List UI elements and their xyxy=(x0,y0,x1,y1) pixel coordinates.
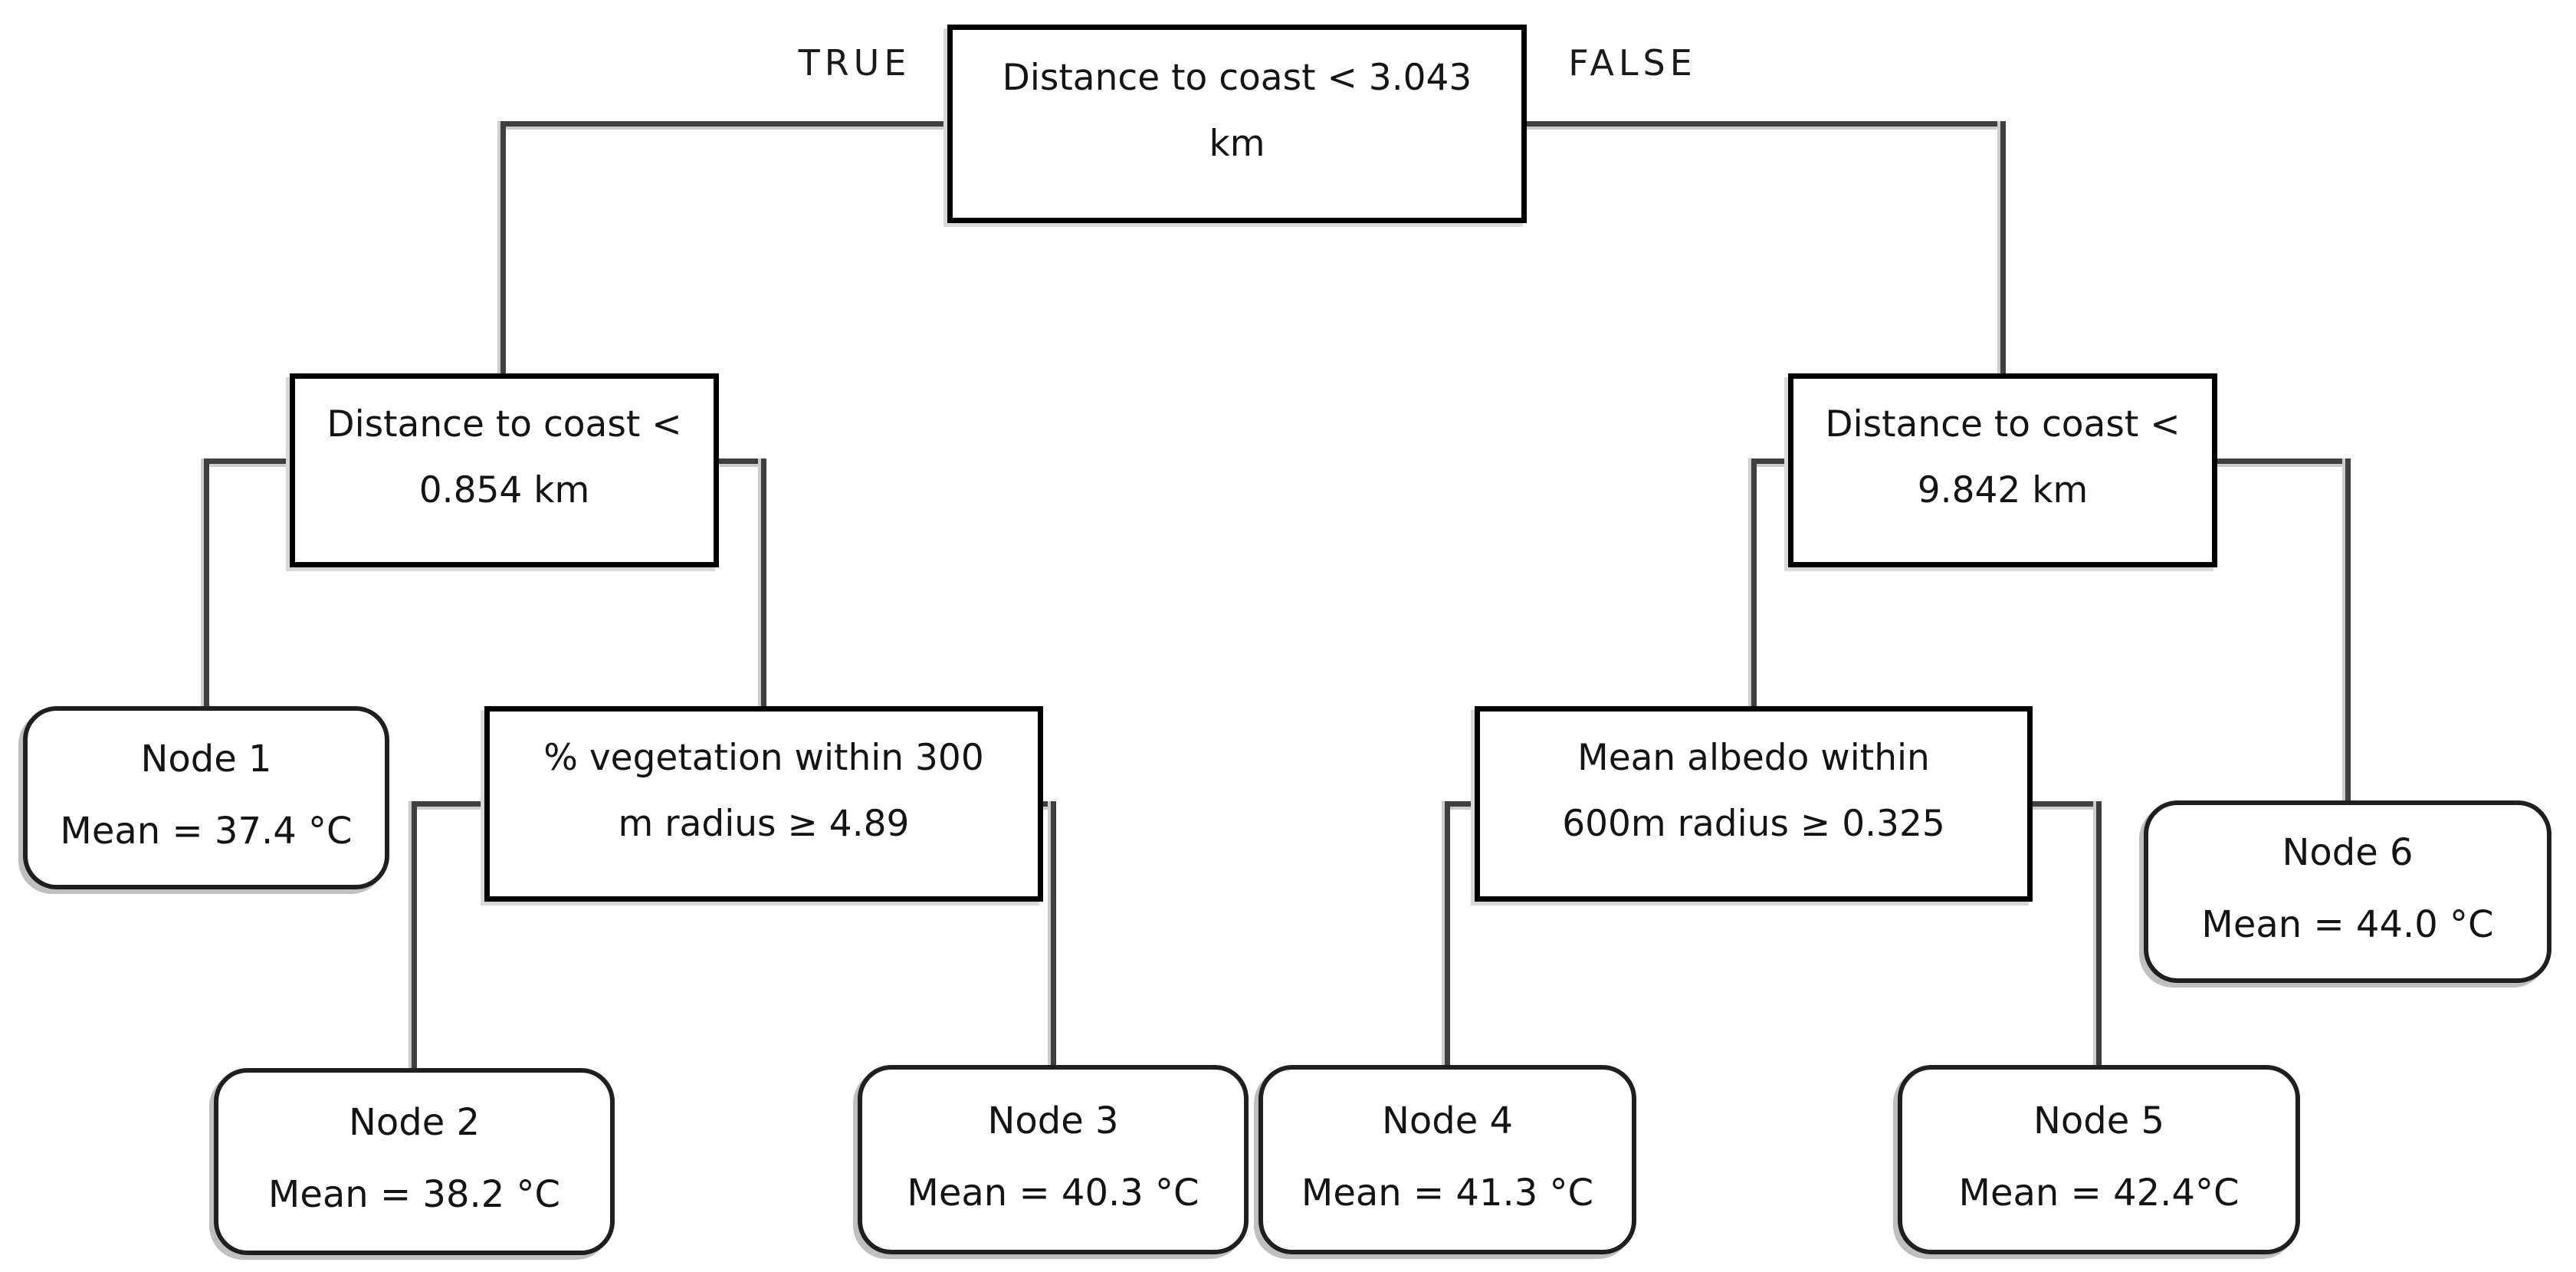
node-coast-9842-line2: 9.842 km xyxy=(1917,468,2089,511)
connector-vegetation-left-horizontal xyxy=(412,801,484,807)
leaf-node-4-title: Node 4 xyxy=(1381,1099,1514,1142)
leaf-node-2-title: Node 2 xyxy=(348,1101,481,1144)
connector-root-left-horizontal xyxy=(503,121,947,127)
node-coast-9842-line1: Distance to coast < xyxy=(1825,403,2181,445)
node-coast-0854-line2: 0.854 km xyxy=(418,468,590,511)
node-coast-9842: Distance to coast < 9.842 km xyxy=(1788,373,2217,567)
leaf-node-6-title: Node 6 xyxy=(2282,831,2414,874)
connector-vegetation-right-vertical xyxy=(1051,801,1056,1065)
leaf-node-2: Node 2 Mean = 38.2 °C xyxy=(214,1068,615,1255)
leaf-node-4: Node 4 Mean = 41.3 °C xyxy=(1258,1065,1636,1254)
node-albedo-line2: 600m radius ≥ 0.325 xyxy=(1562,802,1945,845)
node-vegetation: % vegetation within 300 m radius ≥ 4.89 xyxy=(484,706,1043,902)
leaf-node-5-mean: Mean = 42.4°C xyxy=(1958,1171,2240,1214)
connector-albedo-right-horizontal xyxy=(2033,801,2102,807)
connector-albedo-left-horizontal xyxy=(1445,801,1475,807)
connector-root-right-horizontal xyxy=(1527,121,2006,127)
connector-coast0854-left-vertical xyxy=(204,459,209,706)
node-root-line1: Distance to coast < 3.043 xyxy=(1002,56,1472,99)
connector-albedo-left-vertical xyxy=(1445,801,1450,1065)
leaf-node-4-mean: Mean = 41.3 °C xyxy=(1301,1171,1594,1214)
connector-coast9842-right-vertical xyxy=(2345,459,2351,800)
leaf-node-3-mean: Mean = 40.3 °C xyxy=(907,1171,1199,1214)
leaf-node-5-title: Node 5 xyxy=(2033,1099,2165,1142)
branch-label-false: FALSE xyxy=(1568,42,1697,84)
node-albedo: Mean albedo within 600m radius ≥ 0.325 xyxy=(1475,706,2033,902)
connector-vegetation-left-vertical xyxy=(412,801,417,1068)
leaf-node-6-mean: Mean = 44.0 °C xyxy=(2201,903,2494,946)
leaf-node-1-mean: Mean = 37.4 °C xyxy=(60,809,353,853)
connector-root-right-vertical xyxy=(2000,121,2006,373)
leaf-node-2-mean: Mean = 38.2 °C xyxy=(267,1173,561,1216)
connector-coast9842-left-horizontal xyxy=(1751,459,1788,464)
node-root: Distance to coast < 3.043 km xyxy=(947,25,1527,223)
node-coast-0854: Distance to coast < 0.854 km xyxy=(290,373,719,567)
node-vegetation-line2: m radius ≥ 4.89 xyxy=(618,802,910,845)
connector-vegetation-right-horizontal xyxy=(1043,801,1056,807)
connector-coast0854-right-vertical xyxy=(761,459,766,706)
leaf-node-6: Node 6 Mean = 44.0 °C xyxy=(2144,800,2551,983)
branch-label-true: TRUE xyxy=(798,42,911,84)
node-coast-0854-line1: Distance to coast < xyxy=(327,403,682,445)
connector-coast0854-right-horizontal xyxy=(719,459,766,464)
connector-coast9842-right-horizontal xyxy=(2217,459,2351,464)
connector-root-left-vertical xyxy=(500,121,506,373)
node-albedo-line1: Mean albedo within xyxy=(1577,736,1930,779)
connector-coast0854-left-horizontal xyxy=(204,459,290,464)
node-root-line2: km xyxy=(1209,122,1265,165)
leaf-node-1: Node 1 Mean = 37.4 °C xyxy=(23,706,389,889)
leaf-node-3: Node 3 Mean = 40.3 °C xyxy=(858,1065,1249,1254)
leaf-node-1-title: Node 1 xyxy=(140,737,272,781)
leaf-node-3-title: Node 3 xyxy=(987,1099,1119,1142)
connector-coast9842-left-vertical xyxy=(1751,459,1757,706)
leaf-node-5: Node 5 Mean = 42.4°C xyxy=(1898,1065,2300,1254)
node-vegetation-line1: % vegetation within 300 xyxy=(543,736,984,779)
connector-albedo-right-vertical xyxy=(2096,801,2102,1065)
